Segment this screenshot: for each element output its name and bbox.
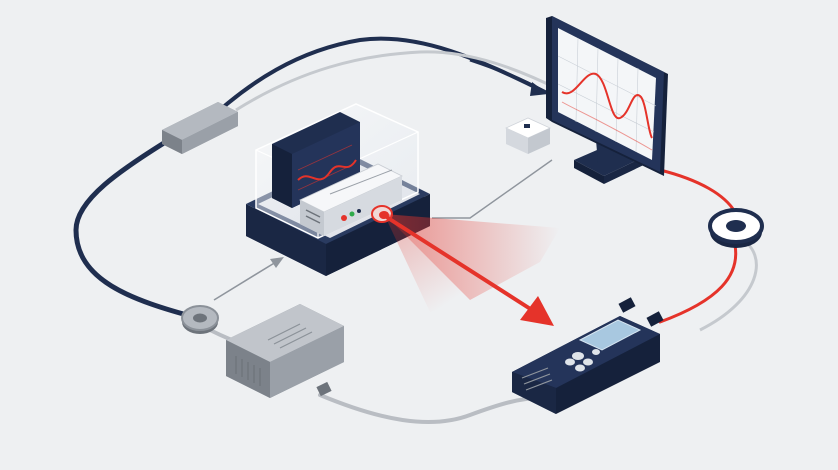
small-sensor-box-icon xyxy=(505,117,551,154)
laser-beam-arrow xyxy=(384,214,560,326)
ring-connector-icon xyxy=(181,305,219,334)
flow-arrow-feed-to-source xyxy=(213,257,284,301)
fiber-connector-icon xyxy=(162,102,238,154)
handheld-power-meter-icon xyxy=(512,297,664,414)
laser-source-module-icon xyxy=(299,163,403,236)
flow-arrow-to-monitor xyxy=(469,58,548,96)
fiber-coupler-ring-icon xyxy=(708,208,764,248)
inline-attenuator-icon xyxy=(226,304,344,398)
cable-red xyxy=(658,168,738,324)
oscilloscope-monitor-icon xyxy=(546,16,668,184)
